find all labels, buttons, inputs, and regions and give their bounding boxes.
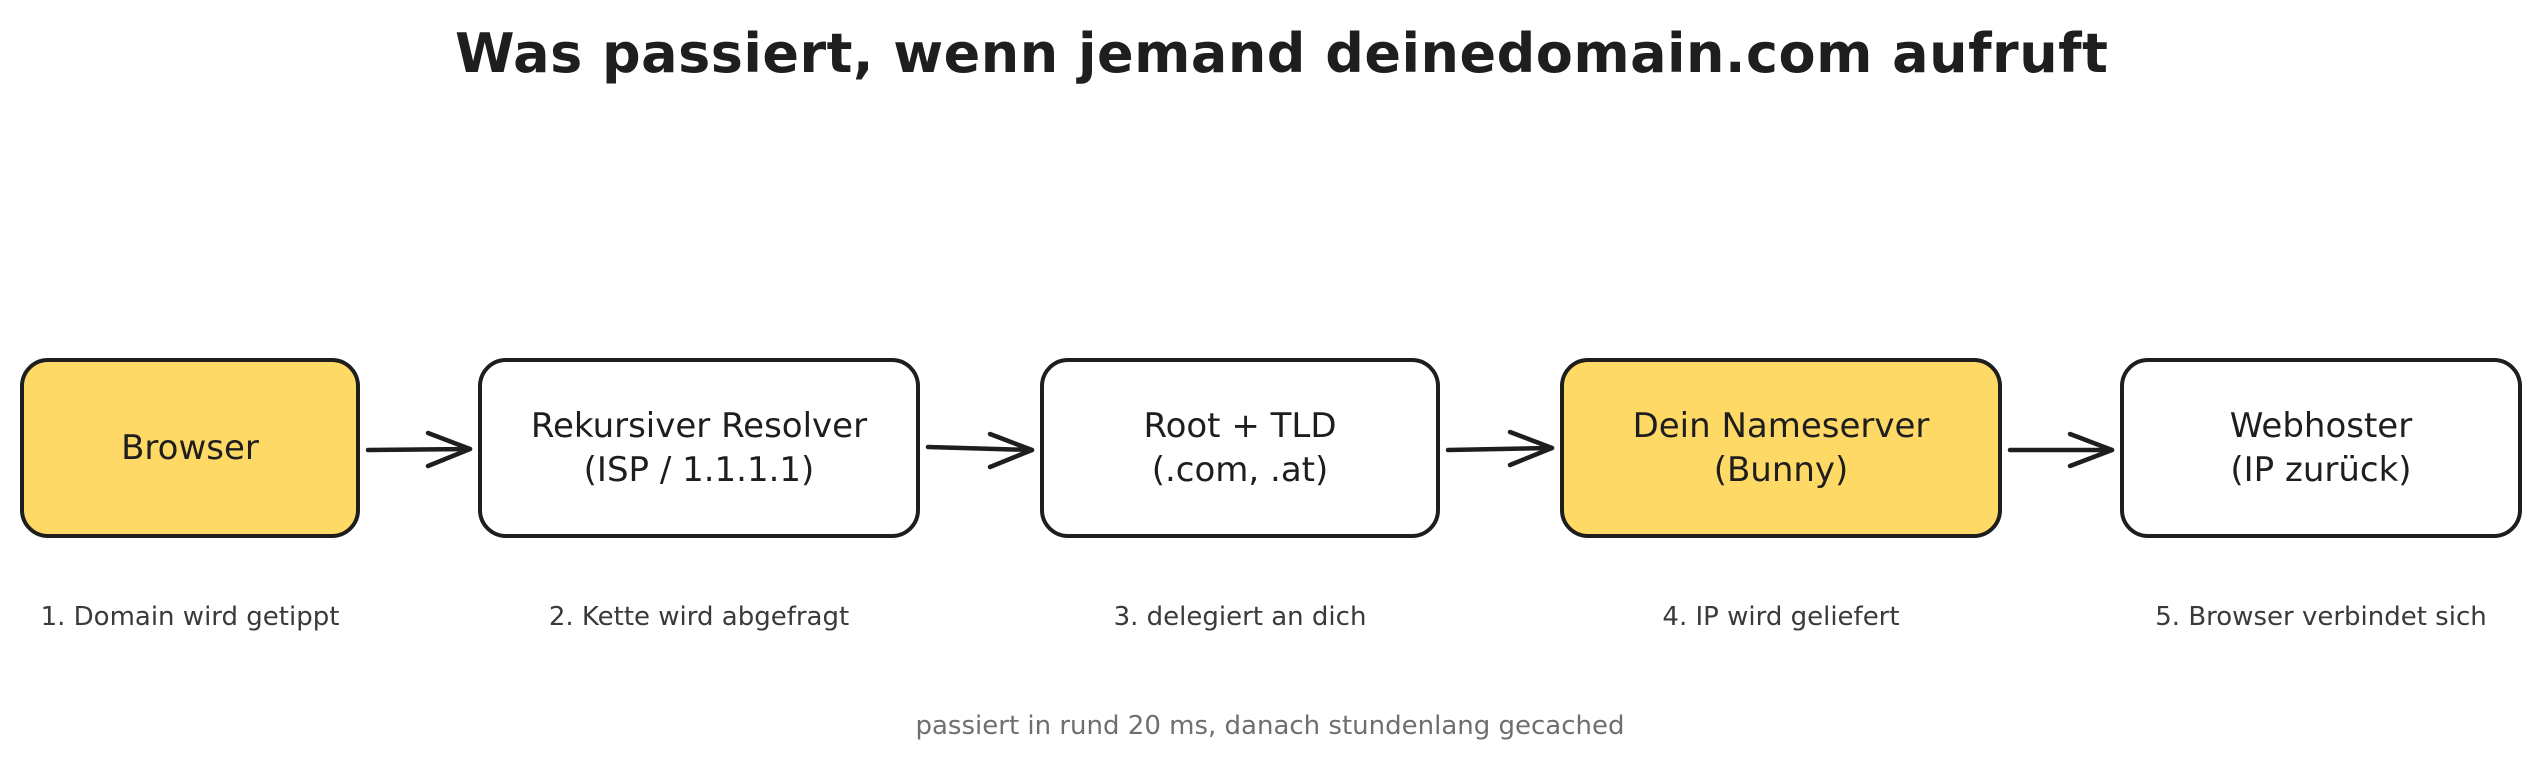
arrow-2-icon — [925, 431, 1035, 470]
node-browser-label: Browser — [121, 428, 259, 468]
arrow-1-icon — [365, 430, 473, 469]
node-webhoster-label: Webhoster (IP zurück) — [2229, 406, 2413, 490]
step-label-3: 3. delegiert an dich — [1113, 602, 1367, 632]
step-label-5: 5. Browser verbindet sich — [2155, 602, 2487, 632]
arrow-3-icon — [1445, 429, 1555, 468]
node-recursive-resolver: Rekursiver Resolver (ISP / 1.1.1.1) — [478, 358, 920, 538]
step-label-1: 1. Domain wird getippt — [40, 602, 340, 632]
node-browser: Browser — [20, 358, 360, 538]
node-nameserver-label: Dein Nameserver (Bunny) — [1632, 406, 1930, 490]
timing-footnote: passiert in rund 20 ms, danach stundenla… — [915, 711, 1625, 741]
node-root-tld-label: Root + TLD (.com, .at) — [1143, 406, 1337, 490]
arrow-4-icon — [2007, 431, 2115, 469]
step-label-2: 2. Kette wird abgefragt — [548, 602, 850, 632]
node-nameserver: Dein Nameserver (Bunny) — [1560, 358, 2002, 538]
node-recursive-resolver-label: Rekursiver Resolver (ISP / 1.1.1.1) — [530, 406, 868, 490]
diagram-title: Was passiert, wenn jemand deinedomain.co… — [455, 22, 2109, 85]
node-webhoster: Webhoster (IP zurück) — [2120, 358, 2522, 538]
node-root-tld: Root + TLD (.com, .at) — [1040, 358, 1440, 538]
step-label-4: 4. IP wird geliefert — [1662, 602, 1900, 632]
